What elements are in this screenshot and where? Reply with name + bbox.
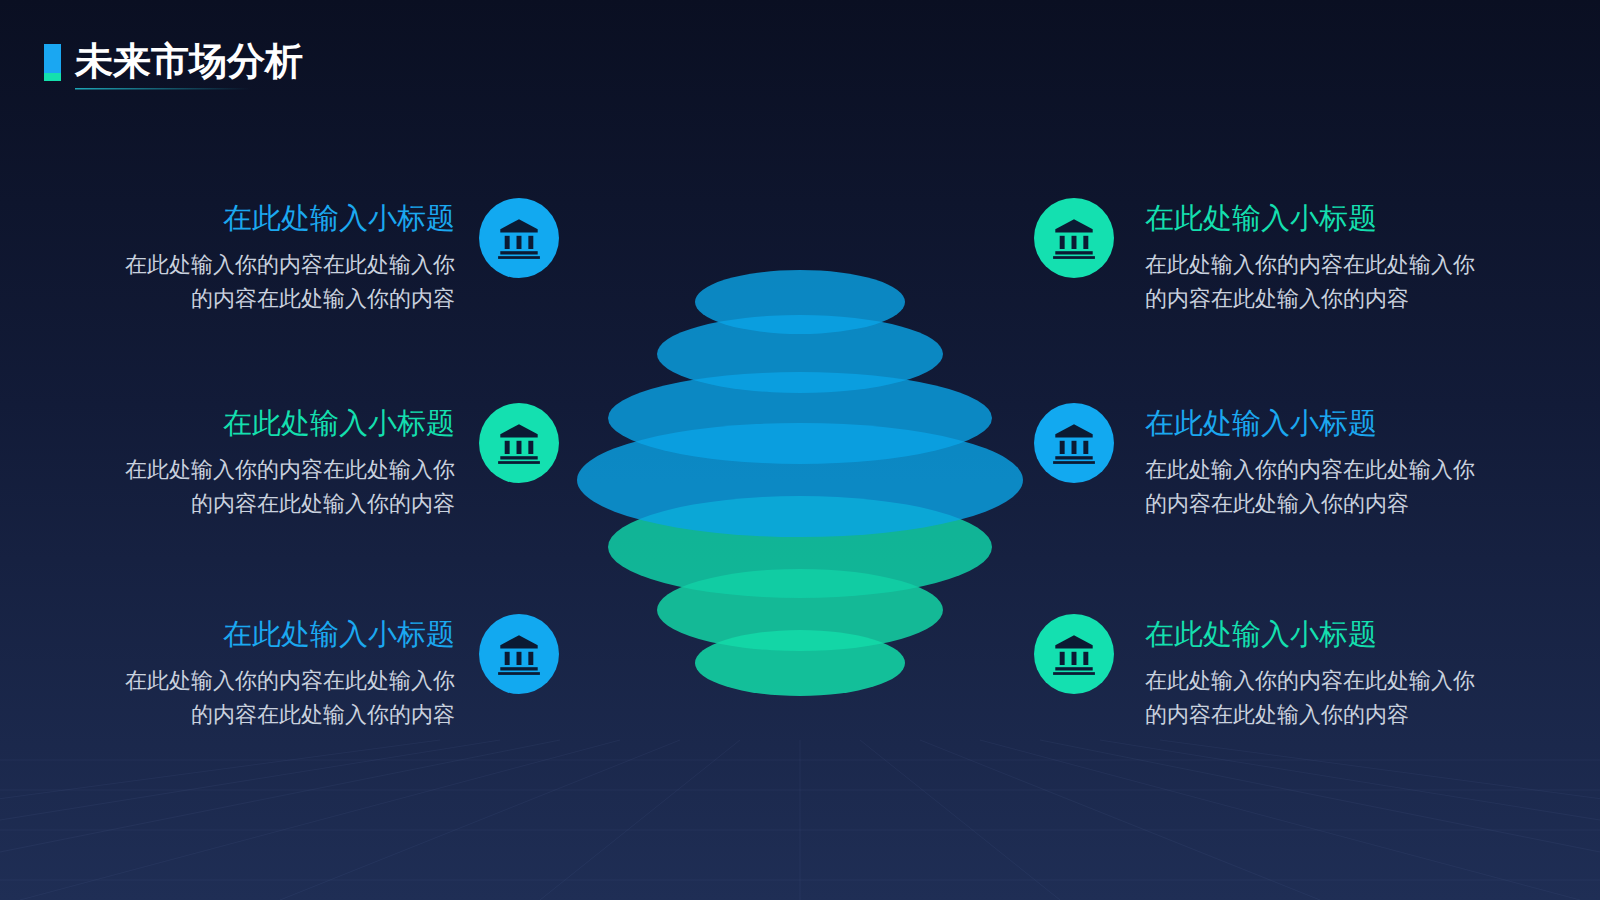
item-body: 在此处输入你的内容在此处输入你 的内容在此处输入你的内容 — [1145, 664, 1490, 732]
info-item: 在此处输入小标题在此处输入你的内容在此处输入你 的内容在此处输入你的内容 — [1145, 614, 1490, 732]
item-heading: 在此处输入小标题 — [1145, 614, 1490, 654]
item-heading: 在此处输入小标题 — [110, 614, 455, 654]
item-body: 在此处输入你的内容在此处输入你 的内容在此处输入你的内容 — [1145, 248, 1490, 316]
item-body: 在此处输入你的内容在此处输入你 的内容在此处输入你的内容 — [110, 453, 455, 521]
info-item: 在此处输入小标题在此处输入你的内容在此处输入你 的内容在此处输入你的内容 — [110, 403, 455, 521]
info-item: 在此处输入小标题在此处输入你的内容在此处输入你 的内容在此处输入你的内容 — [1145, 403, 1490, 521]
icon-circles — [479, 198, 1114, 694]
info-item: 在此处输入小标题在此处输入你的内容在此处输入你 的内容在此处输入你的内容 — [110, 614, 455, 732]
floor-grid — [0, 740, 1600, 900]
info-item: 在此处输入小标题在此处输入你的内容在此处输入你 的内容在此处输入你的内容 — [1145, 198, 1490, 316]
title-bar — [44, 44, 61, 81]
item-body: 在此处输入你的内容在此处输入你 的内容在此处输入你的内容 — [1145, 453, 1490, 521]
slide-title: 未来市场分析 — [75, 36, 303, 87]
item-heading: 在此处输入小标题 — [1145, 198, 1490, 238]
info-item: 在此处输入小标题在此处输入你的内容在此处输入你 的内容在此处输入你的内容 — [110, 198, 455, 316]
layered-sphere — [577, 270, 1023, 696]
item-heading: 在此处输入小标题 — [110, 198, 455, 238]
item-body: 在此处输入你的内容在此处输入你 的内容在此处输入你的内容 — [110, 248, 455, 316]
title-underline — [75, 88, 250, 90]
item-body: 在此处输入你的内容在此处输入你 的内容在此处输入你的内容 — [110, 664, 455, 732]
item-heading: 在此处输入小标题 — [110, 403, 455, 443]
item-heading: 在此处输入小标题 — [1145, 403, 1490, 443]
